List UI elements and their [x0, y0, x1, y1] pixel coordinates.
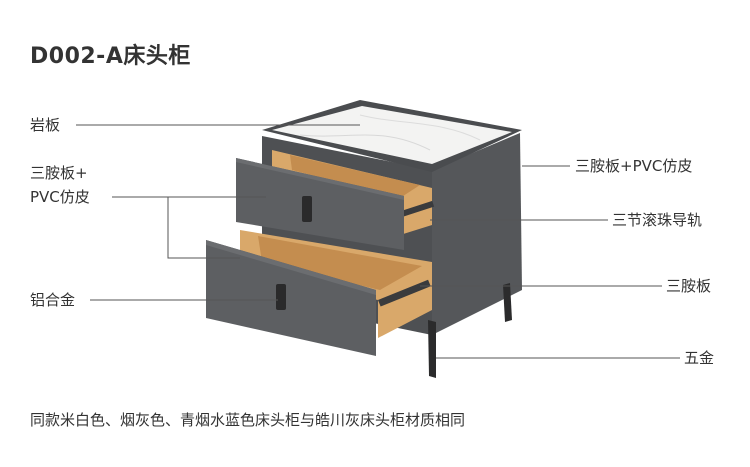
label-left-melamine-line1: 三胺板+	[30, 164, 88, 182]
cabinet-leg-front	[428, 320, 436, 378]
lower-drawer-handle	[276, 284, 286, 310]
label-melamine-board: 三胺板	[666, 277, 712, 295]
caption-text: 同款米白色、烟灰色、青烟水蓝色床头柜与皓川灰床头柜材质相同	[30, 411, 466, 429]
cabinet-leg-right	[503, 283, 512, 322]
lower-drawer-front	[206, 240, 376, 356]
rock-slab-top	[272, 106, 512, 164]
cabinet-right-side	[432, 133, 522, 335]
label-hardware: 五金	[684, 349, 715, 367]
label-rock-slab: 岩板	[30, 116, 61, 134]
page-title: D002-A床头柜	[30, 44, 191, 69]
leader-left-melamine	[112, 196, 240, 259]
label-left-melamine-line2: PVC仿皮	[30, 188, 90, 206]
upper-drawer-rail	[398, 200, 435, 218]
label-aluminum-alloy: 铝合金	[30, 291, 76, 309]
label-drawer-rail: 三节滚珠导轨	[612, 211, 703, 229]
label-right-melamine-pvc: 三胺板+PVC仿皮	[575, 157, 693, 175]
upper-drawer-front	[236, 158, 404, 250]
lower-drawer-rail	[377, 279, 431, 307]
upper-drawer-handle	[302, 196, 312, 222]
